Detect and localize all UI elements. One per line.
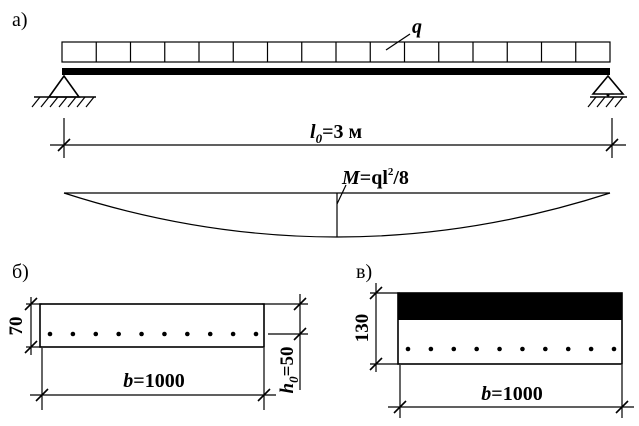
rebar-dot bbox=[253, 331, 259, 337]
rebar-dot bbox=[185, 331, 190, 337]
section-v-width-dimension bbox=[388, 365, 634, 418]
rebar-dot bbox=[565, 346, 571, 352]
section-b-height: 70 bbox=[6, 317, 27, 336]
rebar-dot bbox=[474, 346, 479, 352]
distributed-load bbox=[61, 41, 611, 63]
part-v-label: в) bbox=[356, 261, 372, 283]
rebar-dot bbox=[428, 346, 434, 352]
rebar-dot bbox=[611, 346, 617, 352]
section-v bbox=[397, 292, 623, 365]
rebar-dot bbox=[139, 331, 144, 337]
section-b-width-dimension bbox=[30, 348, 276, 410]
section-v-height-dimension bbox=[369, 283, 400, 372]
load-label: q bbox=[412, 16, 422, 38]
section-v-height: 130 bbox=[352, 314, 373, 343]
rebar-dot bbox=[230, 331, 236, 337]
section-b-width: b=1000 bbox=[123, 370, 184, 392]
section-b-h0: h0=50 bbox=[277, 347, 301, 394]
rebar-dot bbox=[588, 346, 594, 352]
rebar-dot bbox=[116, 331, 121, 337]
rebar-dot bbox=[520, 346, 525, 352]
right-support bbox=[587, 74, 627, 108]
rebar-dot bbox=[162, 331, 167, 337]
rebar-dot bbox=[451, 346, 457, 352]
rebar-dot bbox=[207, 331, 213, 337]
section-b-h0-dimension bbox=[262, 294, 308, 390]
moment-label: M=ql2/8 bbox=[341, 166, 409, 189]
rebar-dot bbox=[543, 346, 548, 352]
moment-diagram bbox=[63, 184, 611, 238]
load-label-group: q bbox=[385, 16, 422, 51]
rebar-dot bbox=[47, 331, 53, 337]
left-support bbox=[31, 74, 96, 108]
section-v-width: b=1000 bbox=[481, 383, 542, 405]
section-b-height-dimension bbox=[24, 297, 42, 355]
part-b-label: б) bbox=[12, 261, 29, 283]
section-b bbox=[39, 303, 265, 348]
rebar-dot bbox=[93, 331, 99, 337]
rebar-dot bbox=[405, 346, 411, 352]
span-dimension: l0=3 м bbox=[50, 118, 626, 158]
rebar-dot bbox=[70, 331, 76, 337]
part-a-label: а) bbox=[12, 9, 28, 31]
rebar-dot bbox=[497, 346, 502, 352]
beam bbox=[62, 68, 610, 75]
span-label: l0=3 м bbox=[310, 121, 362, 146]
